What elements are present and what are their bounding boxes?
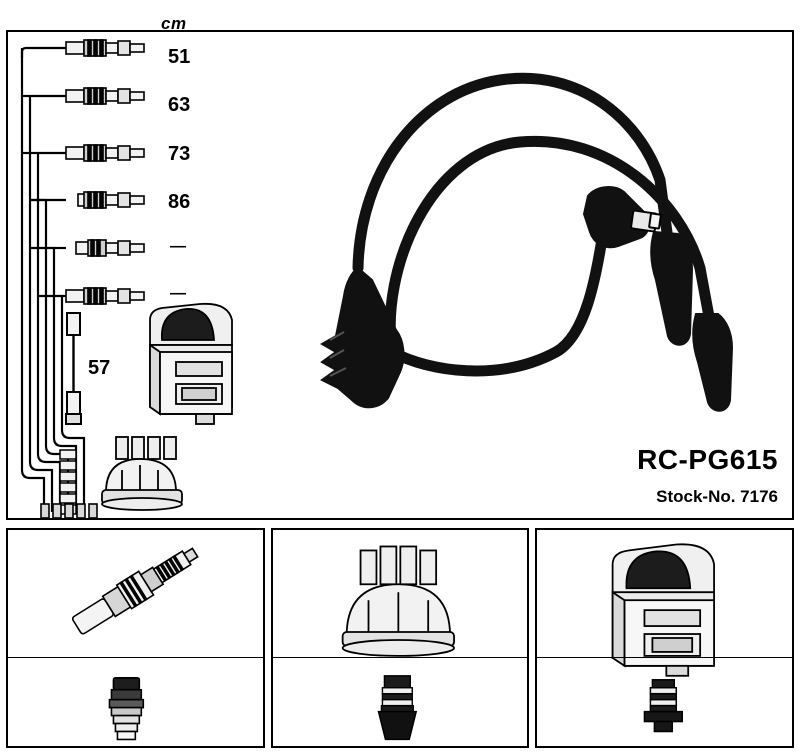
distributor-cap-artwork: [341, 545, 455, 741]
cable-length-label-6: —: [170, 285, 186, 302]
cable-length-label-3: 73: [168, 143, 191, 165]
panel-divider: [537, 657, 793, 658]
panel-divider: [272, 657, 528, 658]
unit-label: cm: [161, 14, 187, 33]
bottom-panels-row: [6, 528, 795, 748]
panel-divider: [8, 657, 263, 658]
ignition-coil-artwork: [612, 543, 716, 733]
panel-spark-plug: [6, 528, 265, 748]
panel-ignition-coil: [535, 528, 795, 748]
extra-length-label: 57: [88, 357, 111, 379]
cable-length-label-5: —: [170, 238, 186, 255]
cable-length-label-1: 51: [168, 46, 191, 68]
cable-length-label-2: 63: [168, 94, 191, 116]
part-number: RC-PG615: [637, 444, 778, 475]
cable-length-label-4: 86: [168, 191, 191, 213]
stock-number: Stock-No. 7176: [656, 487, 778, 506]
spark-plug-artwork: [71, 547, 199, 741]
panel-distributor-cap: [270, 528, 530, 748]
